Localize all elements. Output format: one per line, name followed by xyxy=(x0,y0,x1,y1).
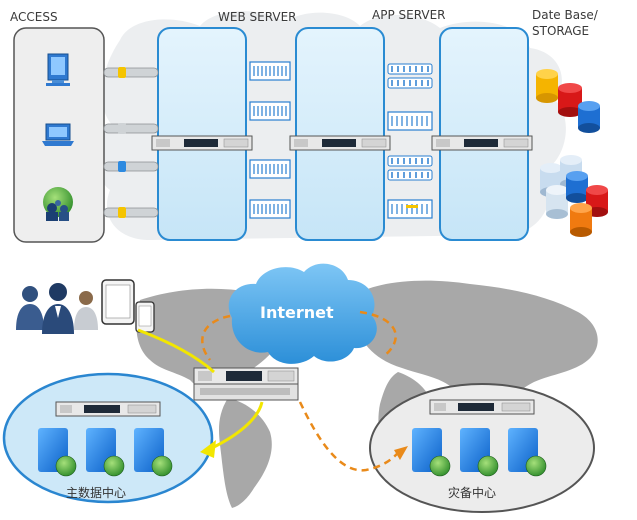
web-app-connectors xyxy=(249,61,291,219)
rack-appliance-app xyxy=(289,135,391,151)
access-label: ACCESS xyxy=(10,10,58,24)
laptop-icon xyxy=(42,123,74,146)
rack-appliance-web xyxy=(151,135,253,151)
tablet-icon xyxy=(101,279,135,325)
backup-datacenter-rack xyxy=(429,399,535,415)
backup-server-icon-2 xyxy=(460,428,499,477)
database-icons xyxy=(536,69,608,237)
storage-tier-panel xyxy=(439,27,529,241)
app-server-panel xyxy=(295,27,385,241)
bottom-disaster-recovery xyxy=(2,263,598,513)
users-globe-icon xyxy=(43,187,73,221)
internet-label: Internet xyxy=(260,303,334,322)
web-server-label: WEB SERVER xyxy=(218,10,297,24)
primary-datacenter-label: 主数据中心 xyxy=(66,486,127,500)
users-group-icon xyxy=(16,283,98,334)
backup-server-icon-1 xyxy=(412,428,451,477)
storage-label-line1: Date Base/ xyxy=(532,8,598,22)
orange-replication-arrow xyxy=(201,310,408,472)
primary-server-icon-3 xyxy=(134,428,173,477)
app-server-label: APP SERVER xyxy=(372,8,446,22)
primary-datacenter-rack xyxy=(55,401,161,417)
storage-label-line2: STORAGE xyxy=(532,24,590,38)
primary-server-icon-2 xyxy=(86,428,125,477)
top-architecture xyxy=(13,11,608,243)
phone-icon xyxy=(135,301,155,333)
backup-server-icon-3 xyxy=(508,428,547,477)
internet-cloud xyxy=(228,263,377,364)
rack-appliance-storage xyxy=(431,135,533,151)
access-connectors xyxy=(103,67,159,218)
yellow-flow-arrow xyxy=(137,328,264,458)
monitor-icon xyxy=(46,53,70,86)
backup-datacenter-label: 灾备中心 xyxy=(448,486,497,500)
app-storage-connectors xyxy=(387,63,433,219)
primary-server-icon-1 xyxy=(38,428,77,477)
rack-appliance-central xyxy=(193,367,299,401)
web-server-panel xyxy=(157,27,247,241)
